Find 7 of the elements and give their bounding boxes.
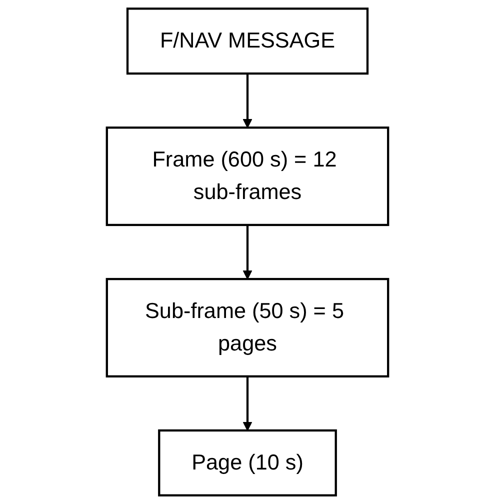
arrow xyxy=(242,224,252,280)
node-box: Page (10 s) xyxy=(158,429,337,496)
node-box: Frame (600 s) = 12 sub-frames xyxy=(106,126,390,226)
arrow xyxy=(242,376,252,431)
arrow xyxy=(242,74,252,128)
node-box: Sub-frame (50 s) = 5 pages xyxy=(106,278,390,378)
node-box: F/NAV MESSAGE xyxy=(126,8,369,75)
